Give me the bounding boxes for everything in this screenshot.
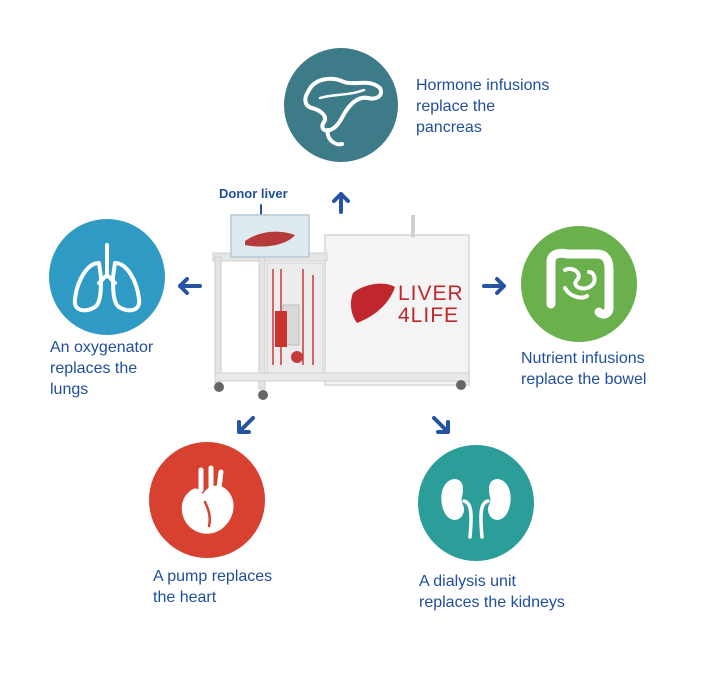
bowel-label: Nutrient infusions replace the bowel xyxy=(521,348,646,390)
pancreas-label-line: pancreas xyxy=(416,119,482,136)
lungs-circle xyxy=(49,219,165,335)
kidneys-circle xyxy=(418,445,534,561)
lungs-label-line: replaces the xyxy=(50,360,138,377)
pancreas-circle xyxy=(284,48,398,162)
kidneys-icon xyxy=(441,479,511,539)
heart-label-line: A pump replaces xyxy=(153,568,273,585)
arrow-left-icon xyxy=(178,277,202,295)
logo-line-1: LIVER xyxy=(398,282,464,305)
arrow-right-icon xyxy=(482,277,506,295)
arrow-down-left-icon xyxy=(237,416,255,434)
bowel-label-line: Nutrient infusions xyxy=(521,350,645,367)
bowel-icon xyxy=(546,248,614,319)
heart-label-line: the heart xyxy=(153,589,217,606)
machine-logo-text: LIVER 4LIFE xyxy=(398,283,464,327)
lungs-label-line: lungs xyxy=(50,381,89,398)
heart-circle xyxy=(149,442,265,558)
lungs-icon xyxy=(72,243,142,313)
lungs-label: An oxygenator replaces the lungs xyxy=(50,337,153,400)
heart-label: A pump replaces the heart xyxy=(153,566,272,608)
bowel-circle xyxy=(521,226,637,342)
liver4life-machine xyxy=(212,214,470,400)
arrow-down-right-icon xyxy=(432,416,450,434)
kidneys-label-line: A dialysis unit xyxy=(419,573,516,590)
pancreas-label-line: Hormone infusions xyxy=(416,77,550,94)
pancreas-icon xyxy=(303,76,383,147)
logo-line-2: 4LIFE xyxy=(398,304,460,327)
kidneys-label-line: replaces the kidneys xyxy=(419,594,565,611)
arrow-up-icon xyxy=(332,192,350,214)
kidneys-label: A dialysis unit replaces the kidneys xyxy=(419,571,565,613)
bowel-label-line: replace the bowel xyxy=(521,371,647,388)
pancreas-label: Hormone infusions replace the pancreas xyxy=(416,75,549,138)
pancreas-label-line: replace the xyxy=(416,98,496,115)
heart-icon xyxy=(181,465,234,534)
lungs-label-line: An oxygenator xyxy=(50,339,154,356)
donor-liver-label: Donor liver xyxy=(219,186,288,201)
